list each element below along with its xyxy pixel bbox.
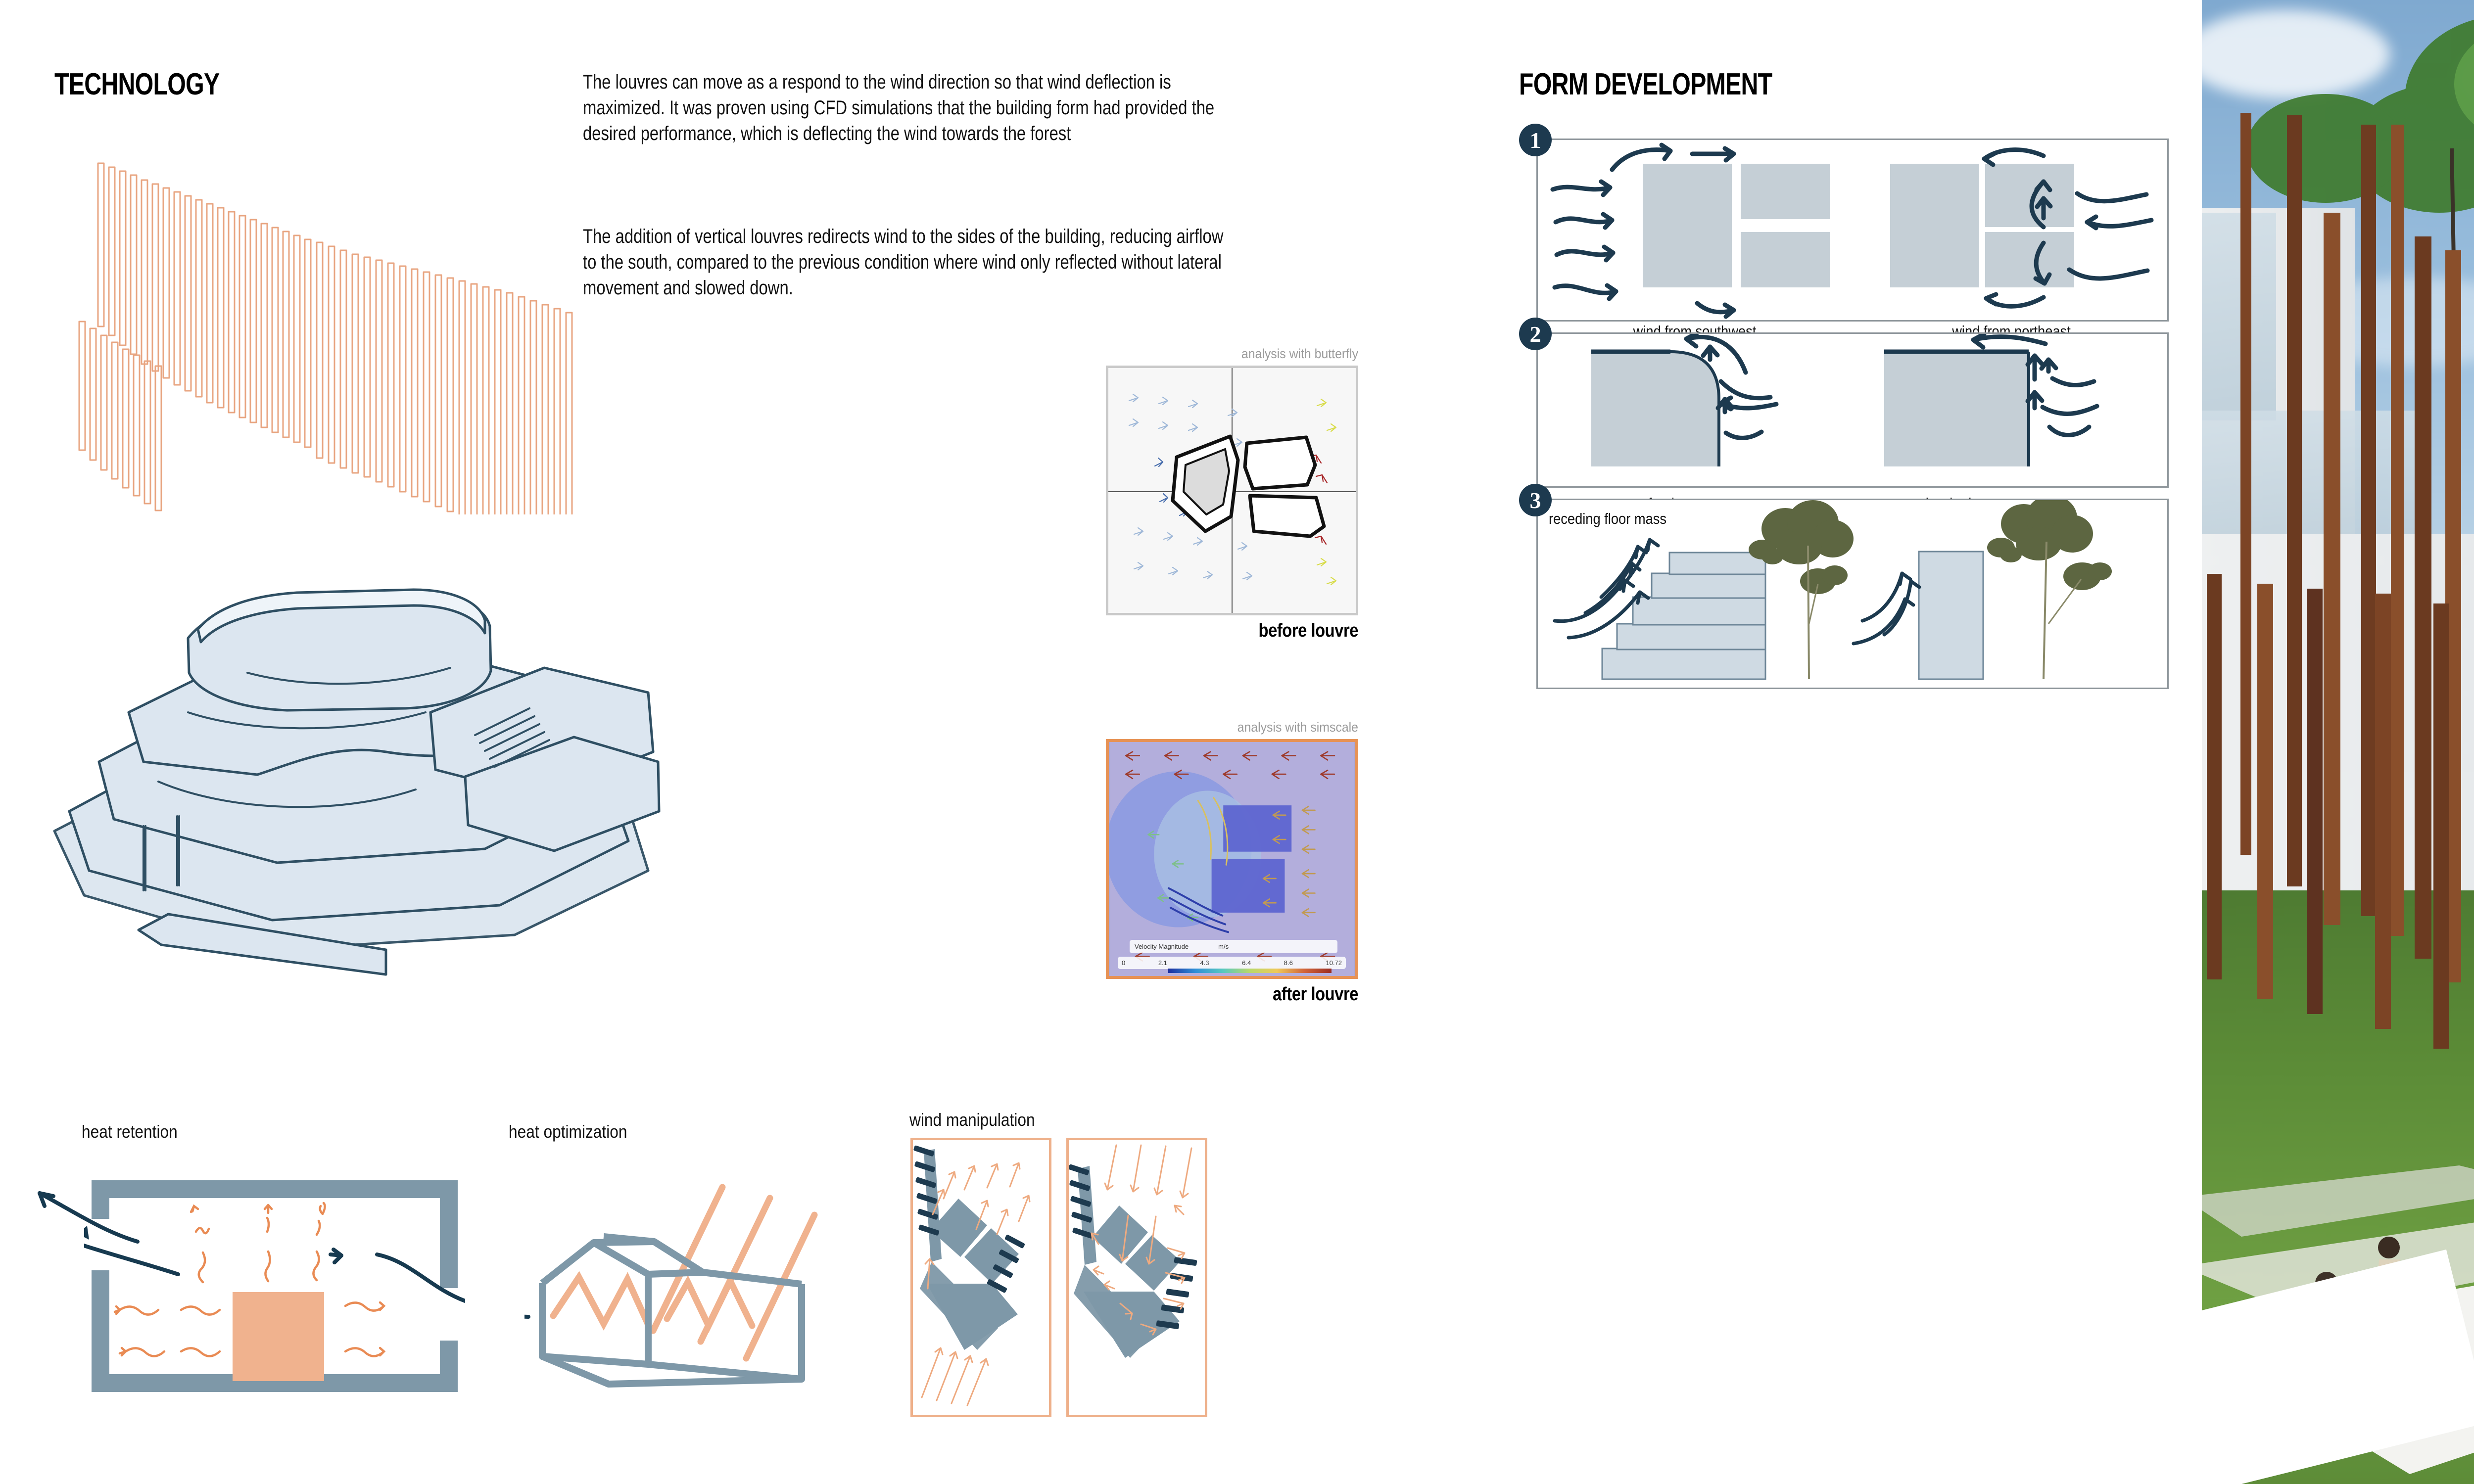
- tick-0: 0: [1122, 959, 1126, 967]
- technology-paragraph-2: The addition of vertical louvres redirec…: [583, 226, 1224, 299]
- form-panel-step-1: [1536, 139, 2169, 322]
- heat-retention-svg: [52, 1180, 467, 1392]
- render-glazing: [2202, 213, 2276, 420]
- legend-unit: m/s: [1218, 943, 1229, 950]
- form-panel-1-svg: [1550, 142, 2154, 319]
- heat-retention-diagram: [38, 1177, 467, 1395]
- form-panel-step-3: receding floor mass: [1536, 499, 2169, 689]
- heat-retention-label: heat retention: [82, 1121, 178, 1142]
- render-cloud: [2202, 10, 2390, 99]
- form-step-badge-3: 3: [1519, 484, 1552, 516]
- tick-1: 2.1: [1158, 959, 1167, 967]
- form-panel-step-2: [1536, 332, 2169, 488]
- tick-4: 8.6: [1284, 959, 1293, 967]
- architectural-render-image: [2202, 0, 2474, 1484]
- simscale-colorbar-ticks: 0 2.1 4.3 6.4 8.6 10.72: [1118, 957, 1346, 969]
- louvre-blades-svg: [78, 162, 573, 557]
- cfd-after-caption: after louvre: [1273, 984, 1358, 1005]
- heat-optimization-label: heat optimization: [509, 1121, 627, 1142]
- heat-exit-arrow: [38, 1191, 140, 1244]
- form-panel-3-svg: [1553, 500, 2112, 680]
- render-corten-louvres: [2207, 113, 2461, 1049]
- form-panel-2-svg: [1591, 334, 2099, 466]
- technology-paragraph-1: The louvres can move as a respond to the…: [583, 71, 1215, 144]
- tick-2: 4.3: [1200, 959, 1209, 967]
- wind-manipulation-plan-1: [913, 1145, 1031, 1406]
- tick-3: 6.4: [1242, 959, 1251, 967]
- heat-optimization-svg: [488, 1184, 818, 1388]
- cfd-before-caption: before louvre: [1258, 620, 1359, 641]
- wind-manipulation-panel-1: [910, 1138, 1051, 1417]
- massing-svg: [53, 588, 661, 976]
- cfd-before-image: [1106, 366, 1358, 615]
- legend-title: Velocity Magnitude: [1135, 943, 1189, 950]
- axonometric-massing-diagram: [40, 435, 663, 1029]
- page-title-technology: TECHNOLOGY: [54, 67, 220, 101]
- cfd-before-louvre: analysis with butterfly: [1106, 346, 1358, 642]
- cfd-before-source-label: analysis with butterfly: [1241, 346, 1358, 361]
- simscale-vectorfield-svg: [1109, 742, 1354, 976]
- simscale-legend: Velocity Magnitude m/s: [1130, 940, 1337, 953]
- louvre-field-diagram: [59, 158, 643, 557]
- cfd-after-image: Velocity Magnitude m/s 0 2.1 4.3 6.4 8.6…: [1106, 739, 1358, 979]
- heat-optimization-diagram: [488, 1167, 831, 1400]
- wind-manipulation-panel-2: [1066, 1138, 1207, 1417]
- cfd-after-source-label: analysis with simscale: [1237, 720, 1358, 735]
- wind-manipulation-label: wind manipulation: [909, 1110, 1035, 1130]
- form-panel-3-caption: receding floor mass: [1549, 510, 1667, 527]
- cfd-after-louvre: analysis with simscale: [1106, 720, 1358, 1005]
- butterfly-vectorfield-svg: [1108, 368, 1356, 613]
- page-title-form-development: FORM DEVELOPMENT: [1519, 67, 1772, 101]
- wind-manipulation-plan-2: [1069, 1144, 1197, 1358]
- form-step-badge-1: 1: [1519, 124, 1552, 156]
- simscale-colorbar: [1168, 969, 1332, 973]
- form-step-badge-2: 2: [1519, 318, 1552, 350]
- tick-5: 10.72: [1326, 959, 1342, 967]
